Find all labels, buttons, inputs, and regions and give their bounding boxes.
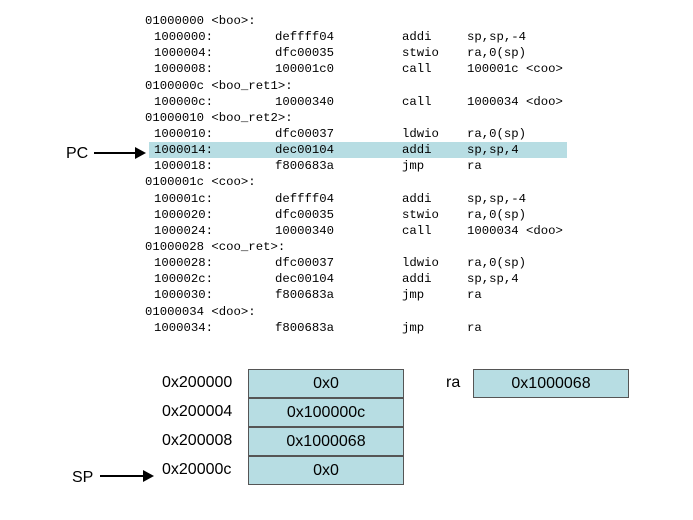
instr-args: 1000034 <doo>: [467, 223, 563, 238]
instruction-row: 1000010: dfc00037 ldwio ra,0(sp): [145, 126, 585, 142]
instruction-row: 100002c: dec00104 addi sp,sp,4: [145, 271, 585, 287]
instr-hex: 100001c0: [275, 62, 335, 77]
instr-address: 1000014:: [154, 143, 214, 158]
instr-hex: dfc00035: [275, 207, 335, 222]
instr-address: 1000018:: [154, 159, 214, 174]
register-name: ra: [446, 374, 461, 391]
pc-label: PC: [66, 145, 89, 162]
listing-label: 0100000c <boo_ret1>:: [145, 78, 585, 94]
listing-label: 01000034 <doo>:: [145, 304, 585, 320]
instr-args: ra,0(sp): [467, 46, 527, 61]
instr-address: 100001c:: [154, 191, 214, 206]
instr-opcode: call: [402, 223, 432, 238]
instr-hex: f800683a: [275, 320, 335, 335]
stack-cell: 0x100000c: [248, 398, 404, 427]
instr-args: ra: [467, 288, 482, 303]
label-text: 01000028 <coo_ret>:: [145, 239, 286, 254]
instr-opcode: stwio: [402, 46, 439, 61]
instr-address: 1000020:: [154, 207, 214, 222]
instr-opcode: jmp: [402, 159, 425, 174]
instr-opcode: addi: [402, 143, 432, 158]
stack-cell: 0x0: [248, 456, 404, 485]
instruction-row: 1000030: f800683a jmp ra: [145, 287, 585, 303]
instruction-row: 1000028: dfc00037 ldwio ra,0(sp): [145, 255, 585, 271]
instr-opcode: jmp: [402, 320, 425, 335]
instr-opcode: call: [402, 94, 432, 109]
stack-address: 0x200008: [162, 432, 233, 449]
instruction-row: 1000034: f800683a jmp ra: [145, 320, 585, 336]
instruction-row: 100000c: 10000340 call 1000034 <doo>: [145, 94, 585, 110]
instr-args: ra,0(sp): [467, 256, 527, 271]
label-text: 0100001c <coo>:: [145, 175, 256, 190]
sp-label: SP: [72, 469, 94, 486]
instr-hex: deffff04: [275, 30, 335, 45]
instr-hex: dfc00037: [275, 256, 335, 271]
label-text: 0100000c <boo_ret1>:: [145, 78, 293, 93]
label-text: 01000010 <boo_ret2>:: [145, 110, 293, 125]
instr-args: sp,sp,-4: [467, 30, 527, 45]
instruction-row: 1000000: deffff04 addi sp,sp,-4: [145, 29, 585, 45]
stack-cell: 0x1000068: [248, 427, 404, 456]
instr-hex: dec00104: [275, 272, 335, 287]
listing-label: 0100001c <coo>:: [145, 174, 585, 190]
listing-label: 01000028 <coo_ret>:: [145, 239, 585, 255]
instruction-row: 1000018: f800683a jmp ra: [145, 158, 585, 174]
instr-hex: dec00104: [275, 143, 335, 158]
stack-cell: 0x0: [248, 369, 404, 398]
instr-args: 100001c <coo>: [467, 62, 563, 77]
instr-opcode: addi: [402, 191, 432, 206]
instruction-row: 100001c: deffff04 addi sp,sp,-4: [145, 191, 585, 207]
instr-opcode: stwio: [402, 207, 439, 222]
instr-args: ra: [467, 320, 482, 335]
instr-address: 1000028:: [154, 256, 214, 271]
instruction-row: 1000008: 100001c0 call 100001c <coo>: [145, 61, 585, 77]
instr-address: 1000034:: [154, 320, 214, 335]
instr-opcode: addi: [402, 30, 432, 45]
instr-args: sp,sp,-4: [467, 191, 527, 206]
instr-address: 1000030:: [154, 288, 214, 303]
instr-hex: f800683a: [275, 288, 335, 303]
instr-opcode: jmp: [402, 288, 425, 303]
instr-hex: 10000340: [275, 223, 335, 238]
stack-address: 0x20000c: [162, 461, 232, 478]
instr-address: 1000010:: [154, 126, 214, 141]
instr-hex: f800683a: [275, 159, 335, 174]
stack-address: 0x200000: [162, 374, 233, 391]
instr-opcode: call: [402, 62, 432, 77]
disassembly-listing: 01000000 <boo>: 1000000: deffff04 addi sp,s…: [145, 13, 585, 336]
instr-address: 1000008:: [154, 62, 214, 77]
instr-address: 100000c:: [154, 94, 214, 109]
instr-args: ra,0(sp): [467, 207, 527, 222]
current-instruction-row: 1000014: dec00104 addi sp,sp,4: [149, 142, 567, 159]
instr-address: 1000000:: [154, 30, 214, 45]
listing-label: 01000000 <boo>:: [145, 13, 585, 29]
label-text: 01000034 <doo>:: [145, 304, 256, 319]
instr-hex: dfc00035: [275, 46, 335, 61]
instruction-row: 1000020: dfc00035 stwio ra,0(sp): [145, 207, 585, 223]
instr-hex: 10000340: [275, 94, 335, 109]
instr-args: ra,0(sp): [467, 126, 527, 141]
instr-args: 1000034 <doo>: [467, 94, 563, 109]
instr-hex: dfc00037: [275, 126, 335, 141]
instruction-row: 1000024: 10000340 call 1000034 <doo>: [145, 223, 585, 239]
pc-arrow-icon: [94, 147, 146, 159]
instr-args: sp,sp,4: [467, 272, 519, 287]
instr-address: 1000024:: [154, 223, 214, 238]
sp-arrow-icon: [100, 470, 154, 482]
instr-args: ra: [467, 159, 482, 174]
instr-hex: deffff04: [275, 191, 335, 206]
register-value: 0x1000068: [473, 369, 629, 398]
instr-address: 1000004:: [154, 46, 214, 61]
instr-args: sp,sp,4: [467, 143, 519, 158]
instr-address: 100002c:: [154, 272, 214, 287]
instr-opcode: ldwio: [402, 256, 439, 271]
label-text: 01000000 <boo>:: [145, 14, 256, 28]
instr-opcode: ldwio: [402, 126, 439, 141]
instruction-row: 1000004: dfc00035 stwio ra,0(sp): [145, 45, 585, 61]
instr-opcode: addi: [402, 272, 432, 287]
listing-label: 01000010 <boo_ret2>:: [145, 110, 585, 126]
stack-address: 0x200004: [162, 403, 233, 420]
